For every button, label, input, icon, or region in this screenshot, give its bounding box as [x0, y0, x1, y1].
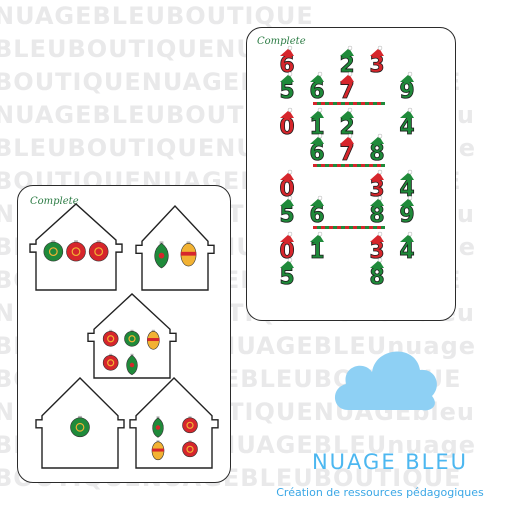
green-drop-ornament-icon — [154, 241, 169, 269]
number-tile: 0 — [279, 177, 294, 202]
red-round-ornament-icon — [182, 440, 198, 458]
number-tile: 8 — [369, 265, 384, 290]
santa-hat-icon — [310, 195, 324, 206]
cloud-logo-icon — [334, 351, 437, 411]
number-tile: 2 — [339, 115, 354, 140]
santa-hat-icon — [340, 133, 354, 144]
number-tile: 4 — [399, 177, 414, 202]
number-tile: 5 — [279, 265, 294, 290]
yellow-oval-ornament-icon — [180, 241, 197, 267]
santa-hat-icon — [370, 257, 384, 268]
green-round-ornament-icon — [43, 240, 64, 262]
santa-hat-icon — [310, 231, 324, 242]
santa-hat-icon — [400, 195, 414, 206]
number-tile: 9 — [399, 203, 414, 228]
number-tile: 6 — [309, 141, 324, 166]
house-frame — [29, 203, 123, 291]
number-tile: 8 — [369, 203, 384, 228]
number-tile: 6 — [309, 79, 324, 104]
number-tile: 7 — [339, 141, 354, 166]
number-tile: 5 — [279, 79, 294, 104]
number-tile: 3 — [369, 177, 384, 202]
candy-cane-divider — [313, 164, 385, 167]
number-tile: 2 — [339, 53, 354, 78]
brand-title: NUAGE BLEU — [311, 450, 469, 474]
right-card-label: Complete — [257, 36, 306, 47]
yellow-oval-ornament-icon — [147, 329, 160, 350]
red-round-ornament-icon — [102, 353, 119, 371]
santa-hat-icon — [280, 257, 294, 268]
santa-hat-icon — [370, 169, 384, 180]
santa-hat-icon — [400, 169, 414, 180]
number-tile: 1 — [309, 239, 324, 264]
santa-hat-icon — [280, 45, 294, 56]
santa-hat-icon — [280, 231, 294, 242]
green-round-ornament-icon — [70, 415, 90, 438]
santa-hat-icon — [340, 71, 354, 82]
santa-hat-icon — [370, 195, 384, 206]
candy-cane-divider — [313, 226, 385, 229]
santa-hat-icon — [310, 107, 324, 118]
house-frame — [135, 204, 215, 291]
number-tile: 3 — [369, 239, 384, 264]
yellow-oval-ornament-icon — [151, 440, 165, 461]
red-round-ornament-icon — [182, 416, 198, 434]
santa-hat-icon — [400, 231, 414, 242]
santa-hat-icon — [310, 71, 324, 82]
number-tile: 7 — [339, 79, 354, 104]
santa-hat-icon — [400, 71, 414, 82]
number-tile: 4 — [399, 115, 414, 140]
santa-hat-icon — [280, 169, 294, 180]
santa-hat-icon — [310, 133, 324, 144]
santa-hat-icon — [280, 195, 294, 206]
number-tile: 0 — [279, 115, 294, 140]
left-card-label: Complete — [30, 196, 79, 207]
left-worksheet-card: Complete — [17, 185, 231, 483]
number-tile: 6 — [309, 203, 324, 228]
santa-hat-icon — [340, 107, 354, 118]
number-tile: 5 — [279, 203, 294, 228]
number-tile: 6 — [279, 53, 294, 78]
number-tile: 0 — [279, 239, 294, 264]
house-frame — [87, 293, 177, 379]
green-drop-ornament-icon — [152, 416, 164, 438]
santa-hat-icon — [340, 45, 354, 56]
number-tile: 4 — [399, 239, 414, 264]
green-round-ornament-icon — [124, 329, 140, 347]
santa-hat-icon — [400, 107, 414, 118]
candy-cane-divider — [313, 102, 385, 105]
santa-hat-icon — [370, 45, 384, 56]
santa-hat-icon — [370, 231, 384, 242]
red-round-ornament-icon — [88, 240, 109, 262]
green-drop-ornament-icon — [126, 353, 138, 376]
number-tile: 1 — [309, 115, 324, 140]
santa-hat-icon — [280, 71, 294, 82]
watermark-line: NUAGEBLEUBOUTIQUE — [0, 2, 314, 30]
houses-drawing — [29, 203, 219, 469]
red-round-ornament-icon — [66, 240, 86, 262]
house-frame — [35, 377, 125, 469]
number-tile: 3 — [369, 53, 384, 78]
red-round-ornament-icon — [102, 329, 119, 347]
number-tile: 9 — [399, 79, 414, 104]
house-frame — [129, 377, 219, 469]
santa-hat-icon — [280, 107, 294, 118]
santa-hat-icon — [370, 133, 384, 144]
brand-subtitle: Création de ressources pédagogiques — [276, 486, 484, 499]
number-tile: 8 — [369, 141, 384, 166]
